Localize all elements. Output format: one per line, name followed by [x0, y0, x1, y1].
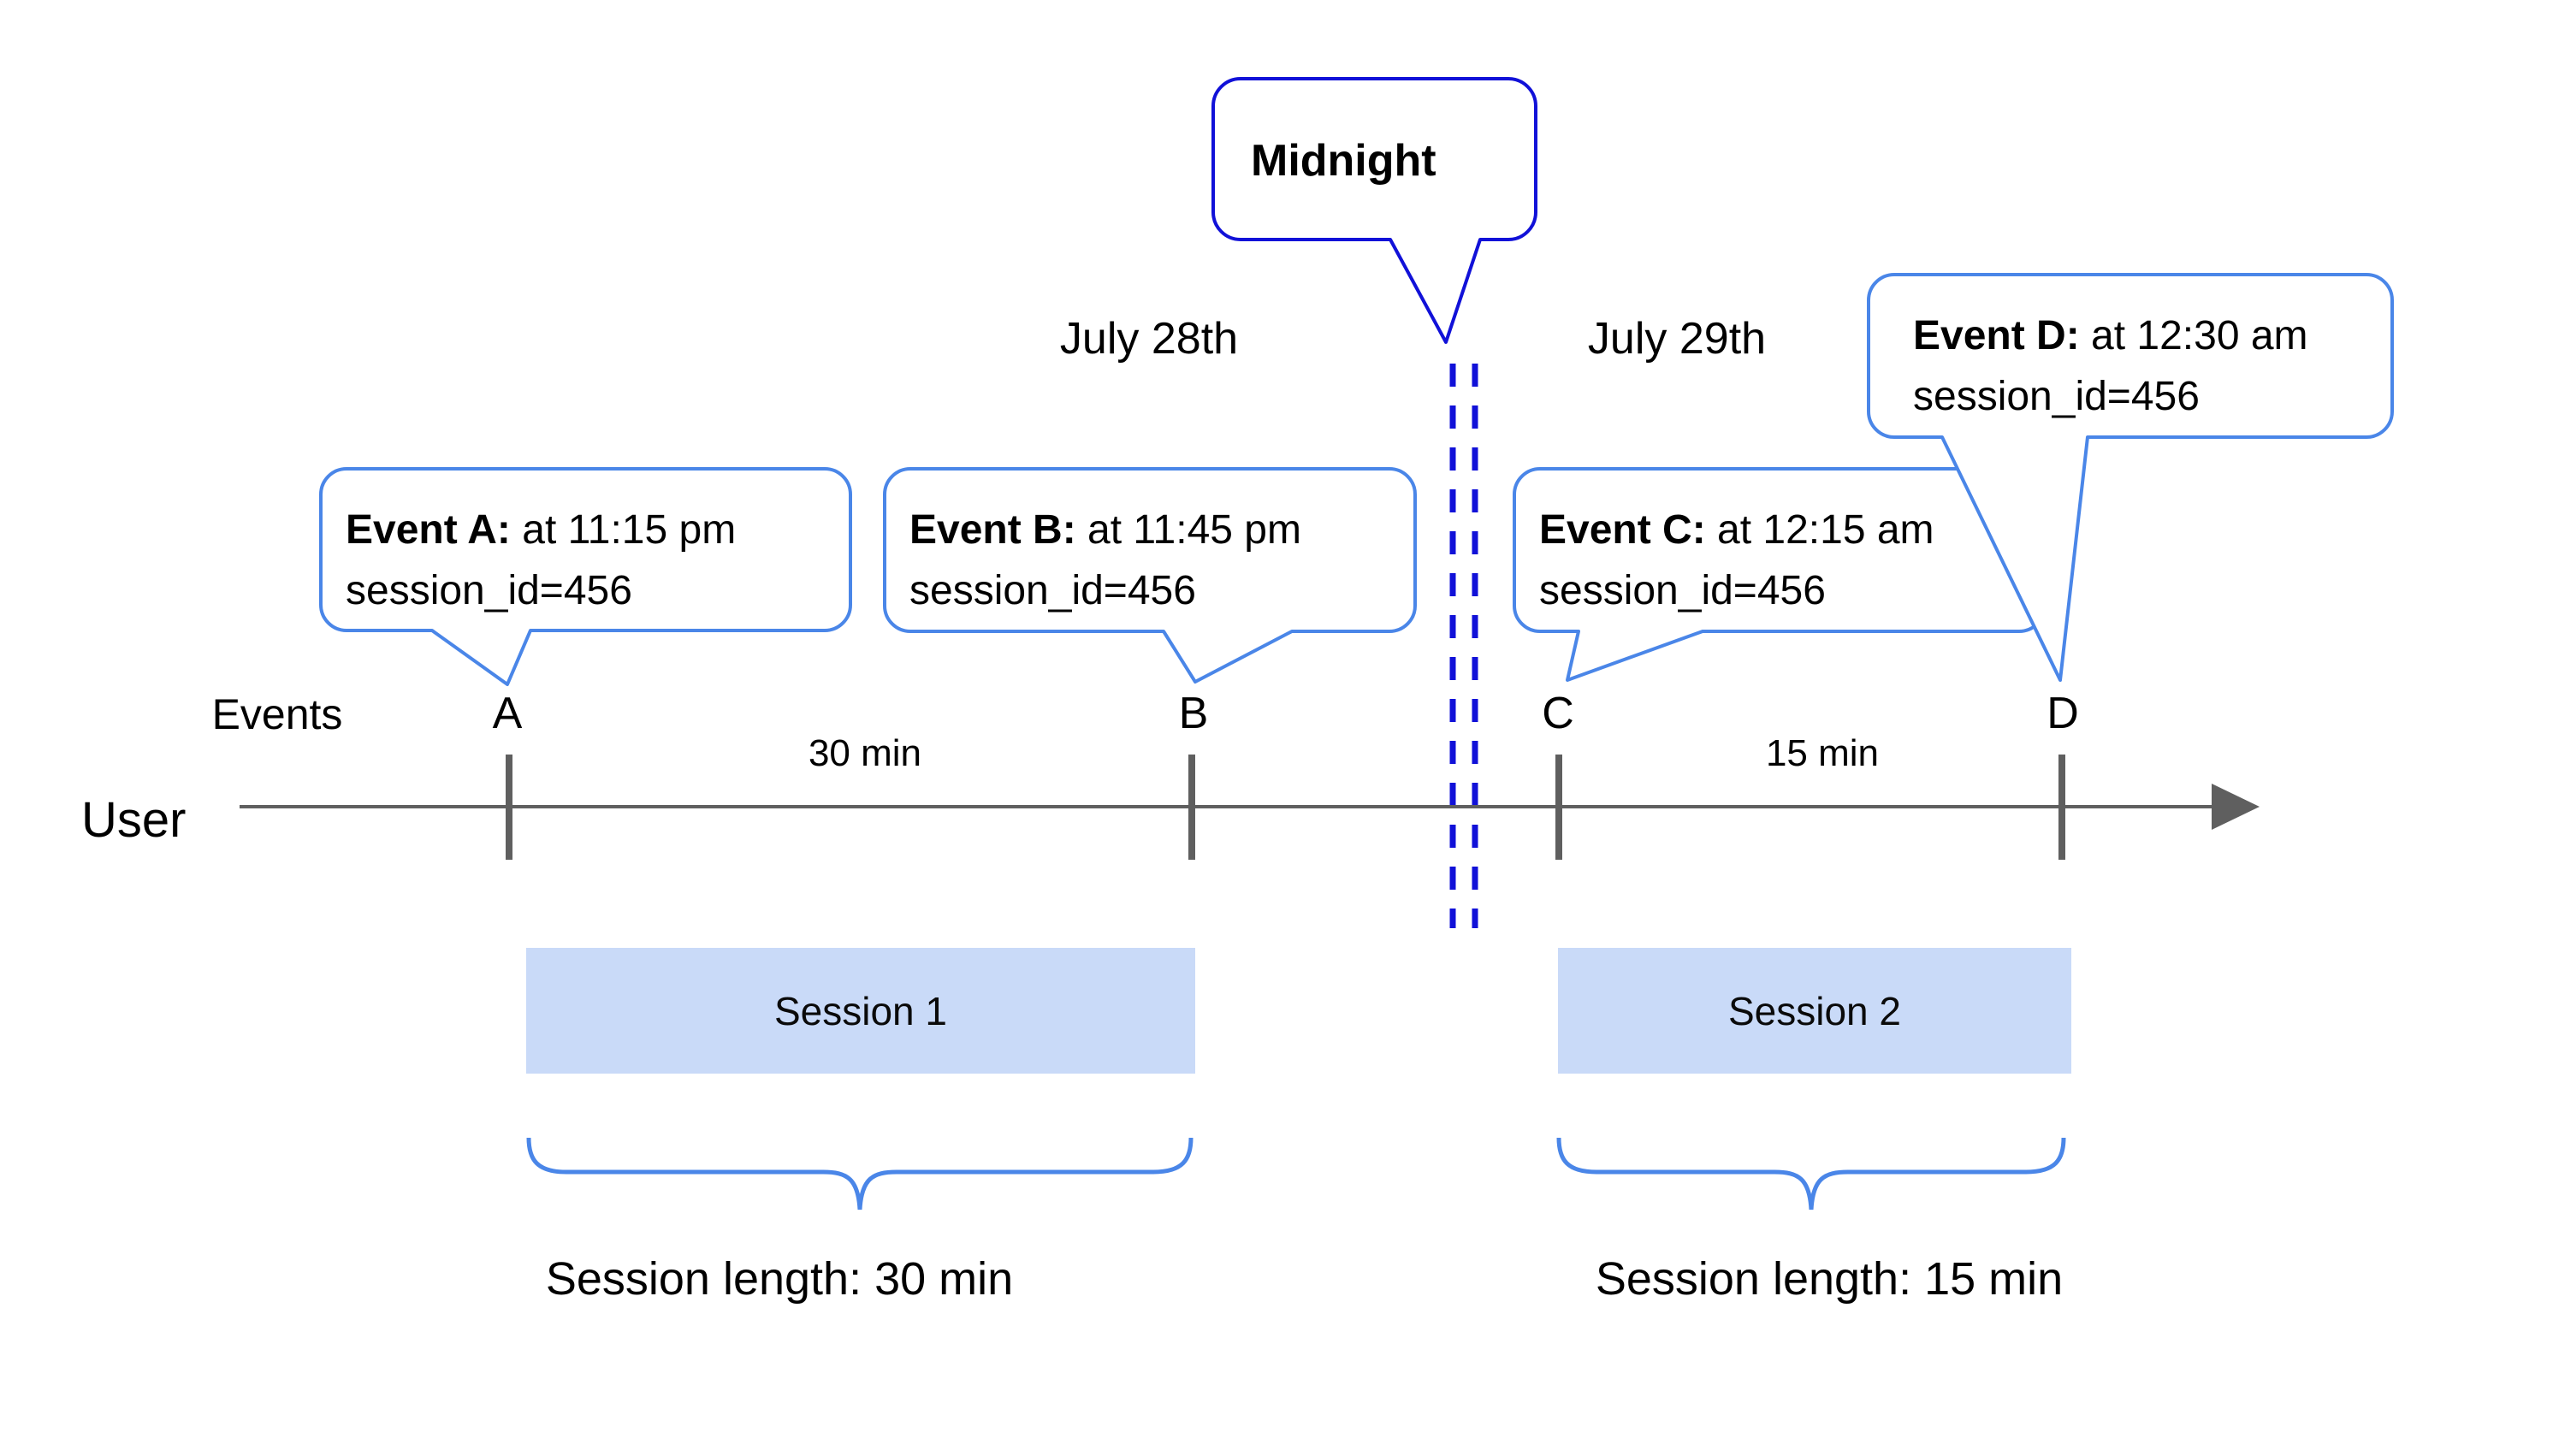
tick-label-d: D [2047, 689, 2079, 738]
event-b-detail: session_id=456 [909, 568, 1196, 613]
event-d-title: Event D: [1913, 313, 2080, 358]
event-a-title: Event A: [346, 507, 511, 553]
user-axis-label: User [81, 792, 187, 848]
event-a-time: at 11:15 pm [510, 507, 737, 553]
event-d-time: at 12:30 am [2079, 313, 2308, 358]
event-d-detail: session_id=456 [1913, 374, 2200, 419]
midnight-label: Midnight [1251, 136, 1436, 186]
session-1-label: Session 1 [773, 988, 947, 1033]
session-2-length-label: Session length: 15 min [1595, 1253, 2064, 1305]
event-b-callout-bubble [883, 467, 1417, 684]
tick-label-c: C [1542, 689, 1574, 738]
event-b-bubble-text: Event B: at 11:45 pm session_id=456 [909, 500, 1301, 621]
date-july-28-label: July 28th [1059, 314, 1239, 364]
event-c-line1: Event C: at 12:15 am [1539, 500, 1934, 560]
event-b-line1: Event B: at 11:45 pm [909, 500, 1301, 560]
event-b-title: Event B: [909, 507, 1076, 553]
tick-label-b: B [1178, 689, 1209, 738]
session-2-bar: Session 2 [1558, 948, 2071, 1074]
event-b-time: at 11:45 pm [1075, 507, 1301, 553]
events-axis-label: Events [211, 690, 343, 738]
event-c-detail: session_id=456 [1539, 568, 1826, 613]
event-a-line1: Event A: at 11:15 pm [346, 500, 736, 560]
midnight-callout-bubble [1211, 77, 1537, 344]
session-2-label: Session 2 [1727, 988, 1901, 1033]
event-a-callout-bubble [319, 467, 852, 686]
event-d-line1: Event D: at 12:30 am [1913, 305, 2308, 366]
tick-label-a: A [492, 689, 523, 738]
event-a-detail: session_id=456 [346, 568, 632, 613]
event-a-bubble-text: Event A: at 11:15 pm session_id=456 [346, 500, 736, 621]
session-1-length-label: Session length: 30 min [545, 1253, 1014, 1305]
event-d-callout-bubble [1867, 273, 2394, 682]
timeline-arrowhead-icon [2212, 784, 2260, 830]
event-c-time: at 12:15 am [1705, 507, 1934, 553]
event-c-title: Event C: [1539, 507, 1706, 553]
date-july-29-label: July 29th [1587, 314, 1767, 364]
interval-15min-label: 15 min [1765, 732, 1880, 774]
event-c-bubble-text: Event C: at 12:15 am session_id=456 [1539, 500, 1934, 621]
event-d-bubble-text: Event D: at 12:30 am session_id=456 [1913, 305, 2308, 427]
session-2-brace [1556, 1137, 2066, 1210]
session-1-brace [526, 1137, 1194, 1210]
interval-30min-label: 30 min [808, 732, 922, 774]
session-1-bar: Session 1 [526, 948, 1195, 1074]
